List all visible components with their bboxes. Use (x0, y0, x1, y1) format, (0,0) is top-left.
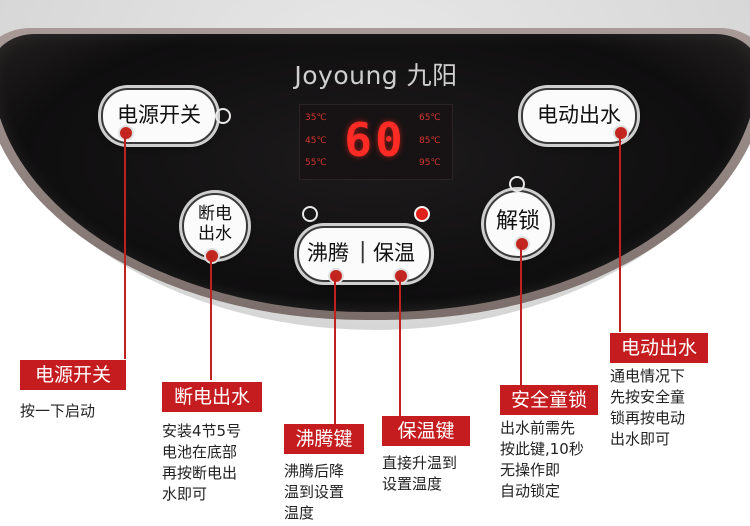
unlock-button-label: 解锁 (495, 209, 540, 234)
display-digits: 60 (344, 113, 406, 167)
keepwarm-button-dot (393, 268, 409, 284)
desc-cutoff: 安装4节5号 电池在底部 再按断电出 水即可 (162, 421, 241, 505)
desc-boil-line: 温到设置 (284, 483, 345, 501)
label-power: 电源开关 (20, 360, 126, 390)
temp-mark-55: 55℃ (305, 158, 327, 168)
boil-indicator (302, 206, 318, 222)
desc-childlock-line: 自动锁定 (500, 482, 561, 500)
callout-line-power (124, 132, 126, 359)
keepwarm-indicator (414, 206, 430, 222)
lock-indicator (509, 176, 525, 192)
desc-boil-line: 沸腾后降 (284, 462, 345, 480)
cutoff-dispense-button[interactable]: 断电 出水 (182, 193, 248, 259)
temperature-display (299, 104, 453, 180)
temp-mark-95: 95℃ (419, 158, 441, 168)
dispense-button-label: 电动出水 (537, 103, 621, 127)
label-boil: 沸腾键 (284, 424, 364, 454)
callout-line-boil (334, 276, 336, 424)
callout-line-cutoff (210, 255, 212, 380)
callout-line-keepwarm (399, 276, 401, 416)
cutoff-label-line2: 出水 (198, 224, 232, 244)
desc-power: 按一下启动 (20, 401, 95, 422)
desc-cutoff-line: 安装4节5号 (162, 422, 242, 440)
boil-keepwarm-button: 沸腾 | 保温 (297, 226, 431, 282)
callout-line-unlock (520, 245, 522, 385)
desc-childlock: 出水前需先 按此键,10秒 无操作即 自动锁定 (500, 418, 584, 502)
desc-childlock-line: 出水前需先 (500, 419, 576, 437)
power-indicator (215, 108, 231, 124)
temp-mark-65: 65℃ (419, 113, 441, 123)
desc-boil-line: 温度 (284, 504, 315, 522)
dispense-button-dot (613, 125, 629, 141)
desc-dispense-line: 出水即可 (610, 430, 671, 448)
boil-button-label[interactable]: 沸腾 (307, 241, 349, 265)
desc-dispense-line: 先按安全童 (610, 388, 686, 406)
temp-mark-45: 45℃ (305, 136, 327, 146)
keepwarm-button-label[interactable]: 保温 (373, 241, 415, 265)
power-button[interactable]: 电源开关 (101, 88, 217, 144)
desc-dispense-line: 锁再按电动 (610, 409, 686, 427)
desc-power-line: 按一下启动 (20, 402, 96, 420)
desc-keepwarm-line: 设置温度 (382, 475, 443, 493)
label-keepwarm: 保温键 (382, 416, 470, 446)
boil-button-dot (328, 268, 344, 284)
desc-cutoff-line: 电池在底部 (162, 443, 238, 461)
power-button-label: 电源开关 (117, 103, 201, 127)
callout-line-dispense (619, 132, 621, 332)
temp-mark-35: 35℃ (305, 113, 327, 123)
desc-boil: 沸腾后降 温到设置 温度 (284, 461, 344, 524)
button-divider: | (359, 239, 367, 264)
label-cutoff: 断电出水 (162, 382, 262, 412)
desc-dispense: 通电情况下 先按安全童 锁再按电动 出水即可 (610, 366, 685, 450)
temp-mark-85: 85℃ (419, 136, 441, 146)
brand-logo: Joyoung 九阳 (294, 61, 458, 90)
desc-dispense-line: 通电情况下 (610, 367, 686, 385)
cutoff-button-dot (204, 248, 220, 264)
desc-cutoff-line: 再按断电出 (162, 464, 238, 482)
desc-childlock-line: 无操作即 (500, 461, 561, 479)
cutoff-label-line1: 断电 (198, 204, 232, 224)
unlock-button-dot (514, 236, 530, 252)
desc-keepwarm-line: 直接升温到 (382, 454, 458, 472)
label-dispense: 电动出水 (610, 333, 708, 363)
power-button-dot (118, 125, 134, 141)
desc-keepwarm: 直接升温到 设置温度 (382, 453, 457, 495)
label-childlock: 安全童锁 (500, 385, 598, 415)
desc-childlock-line: 按此键,10秒 (500, 440, 584, 458)
desc-cutoff-line: 水即可 (162, 485, 208, 503)
